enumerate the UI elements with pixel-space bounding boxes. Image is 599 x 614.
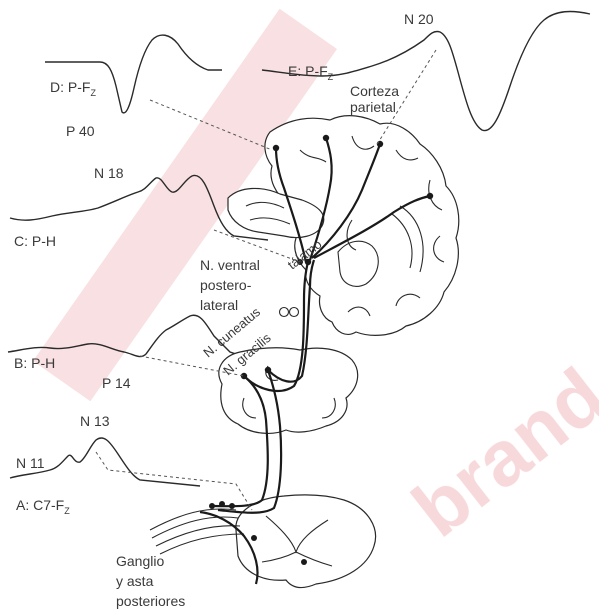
neuron-ganglion-1 — [209, 503, 215, 509]
neuron-central-canal — [301, 559, 307, 565]
neuron-cortex-4 — [427, 193, 433, 199]
open-circle-2 — [290, 308, 299, 317]
neuron-gracilis — [265, 367, 271, 373]
neuron-cortex-2 — [323, 135, 329, 141]
label-vpl-line2: postero- — [200, 277, 252, 293]
label-peak-p14: P 14 — [102, 375, 131, 391]
neuron-ganglion-3 — [229, 503, 235, 509]
label-trace-b: B: P-H — [14, 355, 55, 371]
label-ganglion-line3: posteriores — [116, 593, 185, 609]
label-vpl-line1: N. ventral — [200, 257, 260, 273]
leader-a — [96, 452, 252, 510]
label-peak-n18: N 18 — [94, 165, 124, 181]
label-trace-a: A: C7-FZ — [16, 497, 70, 516]
label-peak-n13: N 13 — [80, 413, 110, 429]
label-trace-c: C: P-H — [14, 233, 56, 249]
neuron-dorsal-horn — [251, 535, 257, 541]
label-peak-n11: N 11 — [16, 455, 45, 471]
label-peak-p40: P 40 — [66, 123, 95, 139]
neuron-cortex-1 — [273, 145, 279, 151]
dorsal-root — [150, 509, 244, 554]
label-cortex-line2: parietal — [350, 99, 396, 115]
neuron-ganglion-2 — [219, 501, 225, 507]
label-ganglion-line2: y asta — [116, 573, 154, 589]
label-peak-n20: N 20 — [404, 11, 434, 27]
label-cortex-line1: Corteza — [350, 83, 399, 99]
label-ganglion-line1: Ganglio — [116, 553, 164, 569]
watermark-text: brand — [396, 351, 599, 554]
open-circles — [280, 308, 299, 317]
trace-d — [45, 35, 222, 113]
label-vpl-line3: lateral — [200, 297, 238, 313]
open-circle-1 — [280, 308, 289, 317]
label-trace-d: D: P-FZ — [50, 79, 96, 98]
